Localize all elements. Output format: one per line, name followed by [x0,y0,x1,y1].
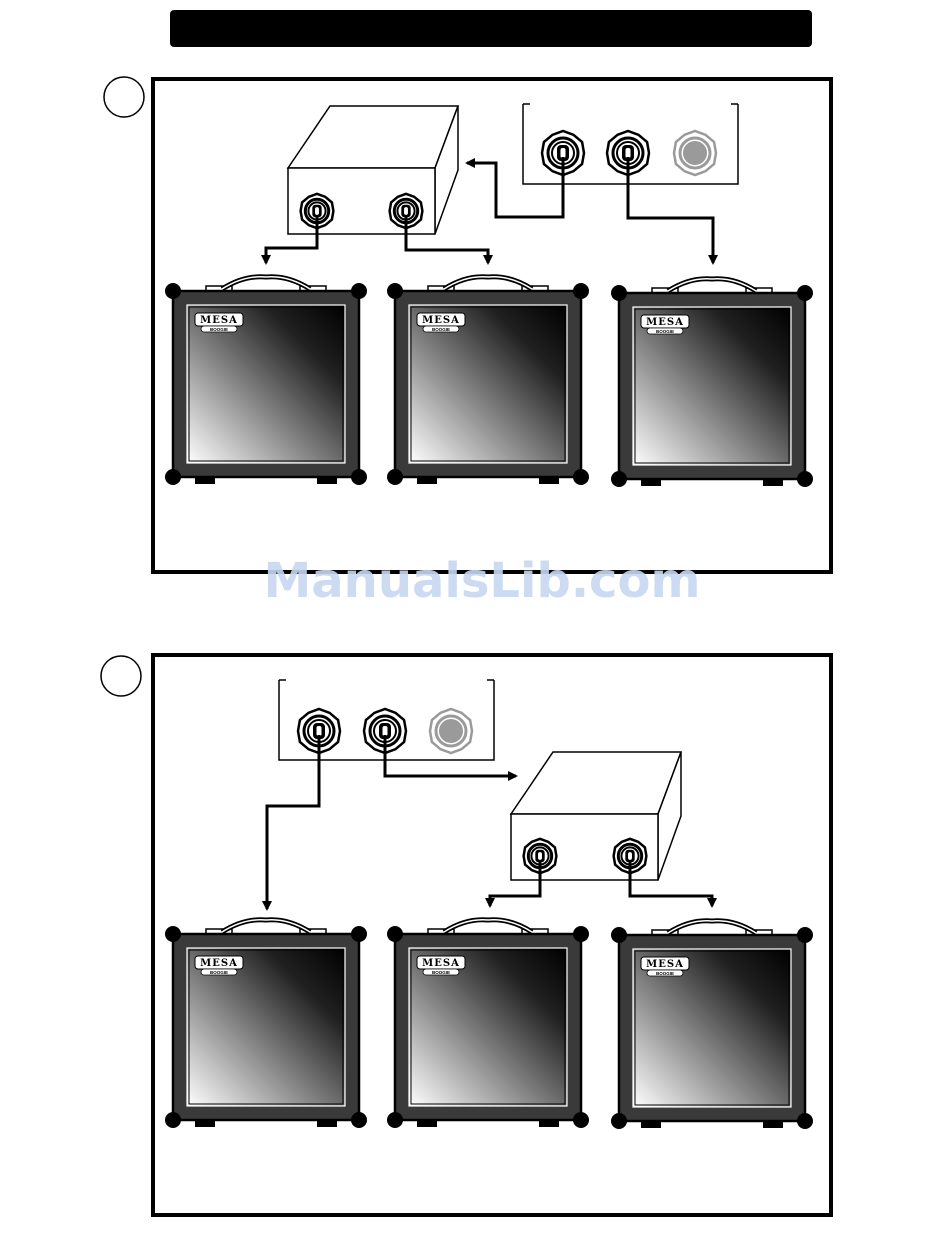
mesa-logo-text: MESA [422,958,460,969]
boogie-badge-text: BOOGIE [210,970,228,975]
diagram-2-output-jack-3 [430,709,472,753]
mesa-logo-text: MESA [200,958,238,969]
boogie-badge-text: BOOGIE [656,329,674,334]
boogie-badge-text: BOOGIE [210,327,228,332]
mesa-logo-text: MESA [646,959,684,970]
boogie-badge-text: BOOGIE [432,970,450,975]
watermark: ManualsLib.com [264,553,701,609]
header-bar [170,10,812,47]
diagram-2-number-circle [101,656,141,696]
mesa-logo-text: MESA [646,317,684,328]
mesa-logo-text: MESA [422,315,460,326]
boogie-badge-text: BOOGIE [432,327,450,332]
mesa-logo-text: MESA [200,315,238,326]
diagram-1-number-circle [104,77,144,117]
diagram-2-cable-amp-to-cab1 [267,735,319,909]
boogie-badge-text: BOOGIE [656,971,674,976]
diagram-1-output-jack-3 [674,131,716,175]
